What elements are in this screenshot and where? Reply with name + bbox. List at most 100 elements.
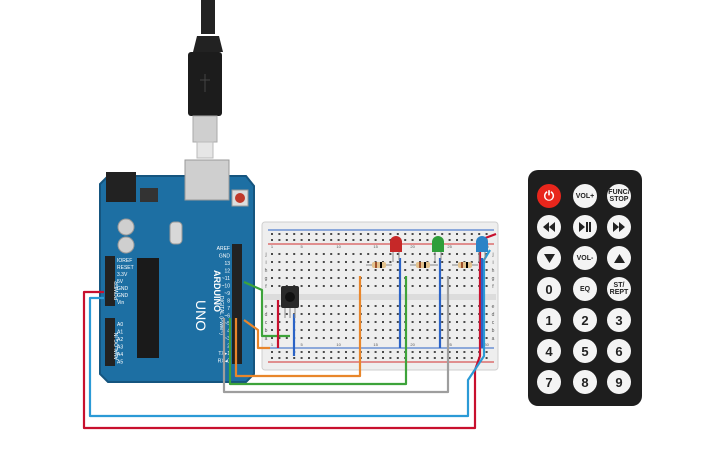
breadboard-hole[interactable] (470, 357, 473, 359)
breadboard-hole[interactable] (485, 261, 488, 263)
breadboard-hole[interactable] (300, 329, 303, 331)
breadboard-hole[interactable] (271, 351, 273, 353)
breadboard-hole[interactable] (456, 277, 458, 279)
breadboard-hole[interactable] (396, 313, 399, 315)
breadboard-hole[interactable] (308, 305, 310, 307)
breadboard-hole[interactable] (271, 277, 273, 279)
breadboard-hole[interactable] (396, 337, 399, 339)
breadboard-hole[interactable] (441, 337, 444, 339)
breadboard-hole[interactable] (456, 233, 458, 235)
breadboard-hole[interactable] (441, 277, 444, 279)
breadboard-hole[interactable] (411, 337, 414, 339)
breadboard-hole[interactable] (426, 321, 429, 323)
breadboard-hole[interactable] (278, 253, 281, 255)
breadboard-hole[interactable] (322, 269, 325, 271)
breadboard-hole[interactable] (382, 269, 384, 271)
breadboard-hole[interactable] (330, 329, 333, 331)
breadboard-hole[interactable] (300, 313, 303, 315)
breadboard-hole[interactable] (470, 329, 473, 331)
breadboard-hole[interactable] (352, 277, 355, 279)
breadboard-hole[interactable] (456, 337, 458, 339)
breadboard-hole[interactable] (308, 239, 310, 241)
breadboard-hole[interactable] (293, 261, 296, 263)
breadboard-hole[interactable] (433, 329, 436, 331)
breadboard-hole[interactable] (441, 313, 444, 315)
breadboard-hole[interactable] (426, 285, 429, 287)
breadboard-hole[interactable] (271, 357, 273, 359)
breadboard-hole[interactable] (352, 313, 355, 315)
breadboard-hole[interactable] (315, 337, 318, 339)
breadboard-hole[interactable] (389, 253, 392, 255)
breadboard-hole[interactable] (456, 285, 458, 287)
breadboard-hole[interactable] (433, 277, 436, 279)
breadboard-hole[interactable] (433, 285, 436, 287)
breadboard-hole[interactable] (419, 239, 421, 241)
breadboard-hole[interactable] (374, 239, 377, 241)
breadboard-hole[interactable] (426, 351, 429, 353)
breadboard-hole[interactable] (441, 269, 444, 271)
breadboard-hole[interactable] (411, 357, 414, 359)
digit-3-button[interactable]: 3 (607, 308, 631, 332)
breadboard-hole[interactable] (337, 277, 340, 279)
breadboard-hole[interactable] (322, 253, 325, 255)
breadboard-hole[interactable] (426, 357, 429, 359)
breadboard-hole[interactable] (285, 357, 288, 359)
breadboard-hole[interactable] (382, 253, 384, 255)
breadboard-hole[interactable] (419, 269, 421, 271)
breadboard-hole[interactable] (285, 233, 288, 235)
breadboard-hole[interactable] (448, 357, 451, 359)
breadboard-hole[interactable] (374, 285, 377, 287)
breadboard-hole[interactable] (322, 277, 325, 279)
breadboard-hole[interactable] (411, 253, 414, 255)
breadboard-hole[interactable] (463, 321, 466, 323)
breadboard-hole[interactable] (456, 253, 458, 255)
breadboard-hole[interactable] (448, 313, 451, 315)
digit-1-button[interactable]: 1 (537, 308, 561, 332)
down-button[interactable] (537, 246, 561, 270)
breadboard-hole[interactable] (456, 329, 458, 331)
breadboard-hole[interactable] (322, 337, 325, 339)
breadboard-hole[interactable] (433, 351, 436, 353)
breadboard-hole[interactable] (278, 233, 281, 235)
breadboard-hole[interactable] (419, 233, 421, 235)
breadboard-hole[interactable] (396, 329, 399, 331)
breadboard-hole[interactable] (433, 269, 436, 271)
breadboard-hole[interactable] (278, 313, 281, 315)
breadboard-hole[interactable] (308, 277, 310, 279)
breadboard-hole[interactable] (419, 357, 421, 359)
breadboard-hole[interactable] (359, 261, 362, 263)
breadboard-hole[interactable] (337, 357, 340, 359)
breadboard-hole[interactable] (300, 277, 303, 279)
breadboard-hole[interactable] (404, 233, 407, 235)
up-button[interactable] (607, 246, 631, 270)
breadboard-hole[interactable] (470, 351, 473, 353)
breadboard-hole[interactable] (285, 261, 288, 263)
breadboard-hole[interactable] (382, 351, 384, 353)
breadboard-hole[interactable] (389, 351, 392, 353)
breadboard-hole[interactable] (315, 321, 318, 323)
breadboard-hole[interactable] (367, 313, 370, 315)
breadboard-hole[interactable] (463, 239, 466, 241)
breadboard-hole[interactable] (345, 233, 347, 235)
breadboard-hole[interactable] (278, 269, 281, 271)
breadboard-hole[interactable] (352, 239, 355, 241)
breadboard-hole[interactable] (441, 233, 444, 235)
breadboard-hole[interactable] (485, 321, 488, 323)
breadboard-hole[interactable] (485, 351, 488, 353)
breadboard-hole[interactable] (419, 305, 421, 307)
breadboard-hole[interactable] (448, 351, 451, 353)
breadboard-hole[interactable] (426, 269, 429, 271)
breadboard-hole[interactable] (470, 269, 473, 271)
breadboard-hole[interactable] (330, 277, 333, 279)
breadboard-hole[interactable] (271, 337, 273, 339)
breadboard-hole[interactable] (308, 357, 310, 359)
breadboard-hole[interactable] (411, 305, 414, 307)
breadboard-hole[interactable] (448, 269, 451, 271)
breadboard-hole[interactable] (433, 357, 436, 359)
breadboard-hole[interactable] (322, 351, 325, 353)
breadboard-hole[interactable] (367, 357, 370, 359)
breadboard-hole[interactable] (485, 305, 488, 307)
breadboard-hole[interactable] (396, 269, 399, 271)
breadboard-hole[interactable] (330, 305, 333, 307)
breadboard-hole[interactable] (352, 305, 355, 307)
